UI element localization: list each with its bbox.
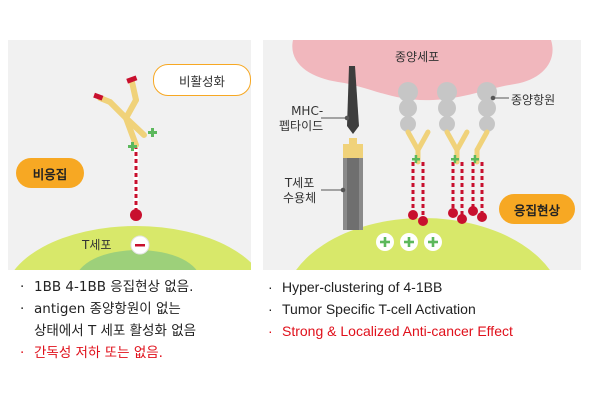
- t-cell-nucleus: [79, 250, 197, 270]
- bullet-dot: ·: [20, 301, 25, 317]
- green-cross-icon: [412, 155, 479, 163]
- right-bullet-1-text: Hyper-clustering of 4-1BB: [282, 279, 443, 295]
- right-bullet-2: · Tumor Specific T-cell Activation: [268, 298, 513, 320]
- antibody-icon: [93, 75, 147, 148]
- bullet-dot: ·: [268, 323, 273, 339]
- right-bullet-list: · Hyper-clustering of 4-1BB · Tumor Spec…: [268, 276, 513, 342]
- right-bullet-3: · Strong & Localized Anti-cancer Effect: [268, 320, 513, 342]
- mhc-label-line2: 펩타이드: [279, 119, 324, 133]
- tcr-icon: [343, 158, 363, 230]
- left-bullet-1-text: 1BB 4-1BB 응집현상 없음.: [34, 279, 194, 295]
- left-bullet-list: · 1BB 4-1BB 응집현상 없음. · antigen 종양항원이 없는 …: [20, 276, 196, 364]
- t-cell-label: T세포: [82, 238, 112, 252]
- bullet-dot: ·: [268, 279, 273, 295]
- aggregation-badge: 응집현상: [499, 194, 575, 224]
- activation-label-bubble: 비활성화: [153, 64, 251, 96]
- left-bullet-1: · 1BB 4-1BB 응집현상 없음.: [20, 276, 196, 298]
- right-diagram: [292, 40, 553, 270]
- mhc-peptide-icon: [343, 66, 363, 162]
- left-diagram: [14, 75, 251, 270]
- receptor-anchor: [130, 209, 142, 221]
- activation-label: 비활성화: [178, 73, 225, 89]
- tumor-antigen-icon: [398, 82, 497, 132]
- left-bullet-3-text: 간독성 저하 또는 없음.: [34, 345, 163, 361]
- minus-bar: [135, 244, 145, 247]
- right-bullet-3-text: Strong & Localized Anti-cancer Effect: [282, 323, 513, 339]
- plus-icons: [376, 233, 442, 251]
- left-panel-non-aggregation: 비활성화 비응집 T세포: [8, 40, 251, 270]
- mhc-label-line1: MHC-: [291, 104, 324, 118]
- antibody-cluster: [405, 129, 490, 165]
- left-bullet-3: · 간독성 저하 또는 없음.: [20, 342, 196, 364]
- right-bullet-1: · Hyper-clustering of 4-1BB: [268, 276, 513, 298]
- bullet-dot: ·: [20, 279, 25, 295]
- mhc-label: MHC- 펩타이드: [279, 104, 323, 134]
- right-bullet-2-text: Tumor Specific T-cell Activation: [282, 301, 476, 317]
- non-aggregation-label: 비응집: [32, 166, 68, 182]
- left-bullet-2: · antigen 종양항원이 없는 상태에서 T 세포 활성화 없음: [20, 298, 196, 342]
- callout-lines: [321, 95, 509, 193]
- tumor-antigen-label: 종양항원: [511, 93, 556, 107]
- bullet-dot: ·: [20, 345, 25, 361]
- non-aggregation-badge: 비응집: [16, 158, 84, 188]
- tumor-label: 종양세포: [395, 50, 440, 64]
- right-panel-aggregation: 종양세포 MHC- 펩타이드 종양항원 T세포 수용체 응집현상: [263, 40, 581, 270]
- tcr-label: T세포 수용체: [283, 176, 316, 206]
- t-cell-body: [296, 218, 550, 270]
- left-bullet-2-text: antigen 종양항원이 없는: [34, 301, 181, 317]
- left-bullet-2-text-line2: 상태에서 T 세포 활성화 없음: [34, 323, 197, 339]
- receptor-anchors: [408, 206, 487, 226]
- receptor-stems: [411, 162, 484, 218]
- aggregation-label: 응집현상: [513, 202, 560, 218]
- bullet-dot: ·: [268, 301, 273, 317]
- green-cross-icon: [128, 128, 157, 151]
- tcr-label-line2: 수용체: [283, 191, 317, 205]
- tcr-label-line1: T세포: [284, 176, 315, 190]
